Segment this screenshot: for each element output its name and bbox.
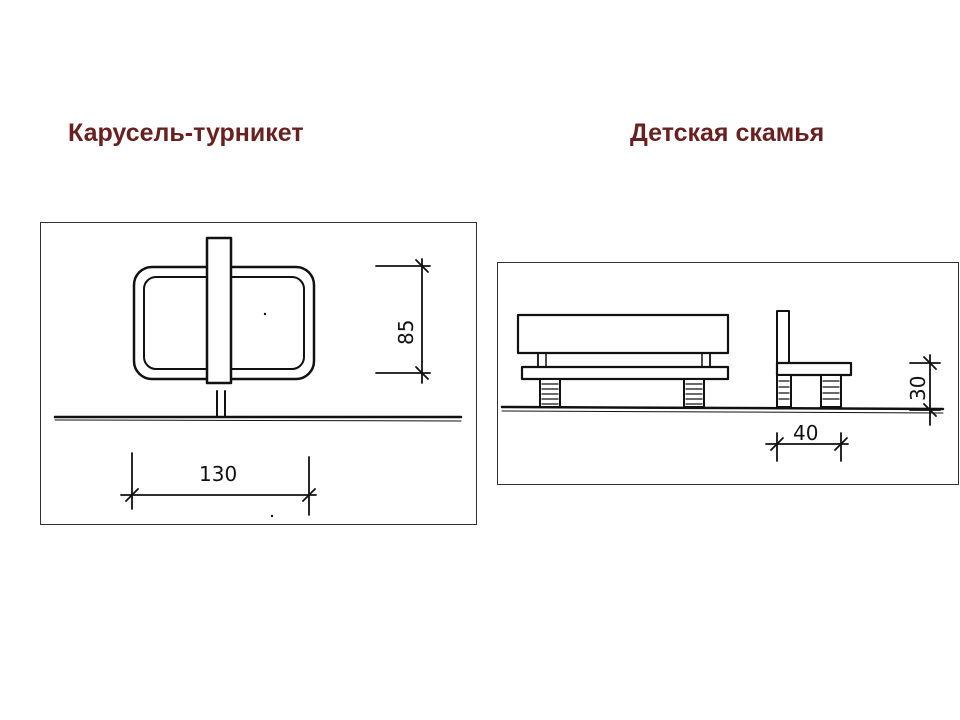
bench-leg-right xyxy=(683,378,705,408)
carousel-drawing: 130 85 xyxy=(53,236,463,518)
bench-backrest-front xyxy=(516,313,730,355)
carousel-width-label: 130 xyxy=(199,462,237,486)
bench-title: Детская скамья xyxy=(630,119,825,147)
bench-side-leg-back xyxy=(820,374,842,408)
carousel-drawing-frame: 130 85 xyxy=(40,222,477,525)
bench-drawing: 40 30 xyxy=(500,310,945,462)
bench-leg-left xyxy=(539,378,561,408)
bench-backrest-side xyxy=(776,310,790,364)
center-column xyxy=(205,236,233,385)
bench-side-leg-front xyxy=(776,374,792,408)
carousel-title: Карусель-турникет xyxy=(68,119,304,147)
bench-seat-side xyxy=(775,361,853,377)
ground-line xyxy=(500,405,945,411)
bench-seat-front xyxy=(520,365,730,381)
bench-drawing-frame: 40 30 xyxy=(497,262,959,485)
carousel-height-label: 85 xyxy=(394,320,418,345)
bench-depth-label: 40 xyxy=(793,421,818,445)
support-post xyxy=(216,390,226,418)
bench-seat-height-label: 30 xyxy=(906,376,930,401)
